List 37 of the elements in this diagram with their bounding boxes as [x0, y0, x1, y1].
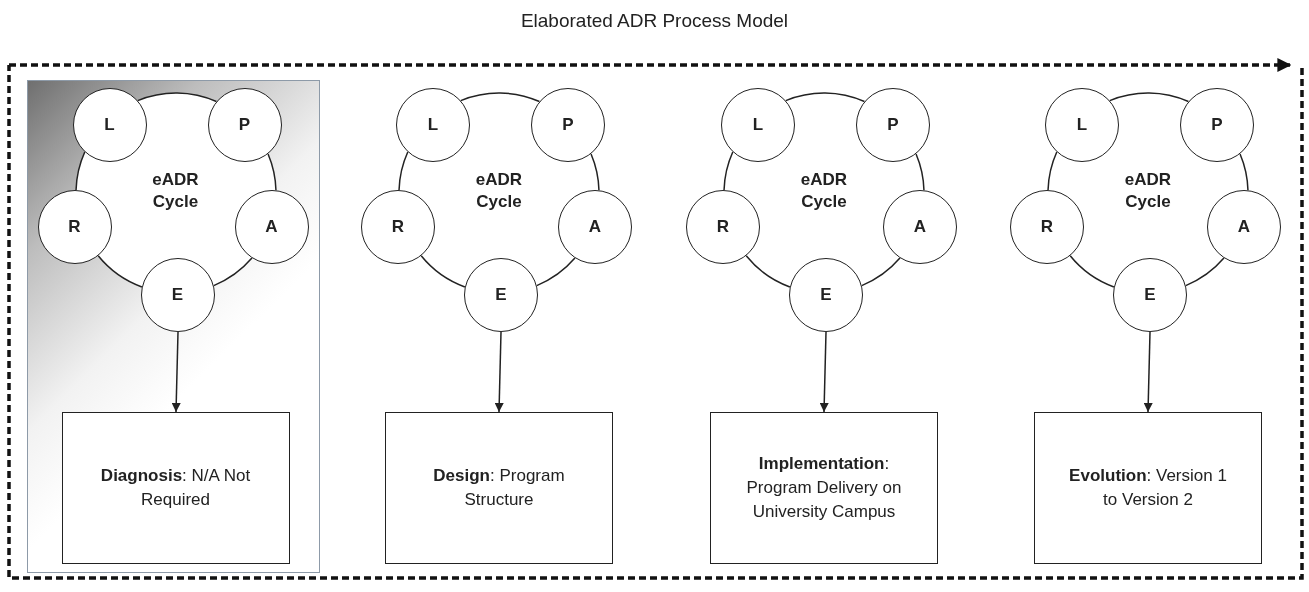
phase-letter: A	[588, 217, 602, 237]
phase-letter: E	[820, 285, 832, 305]
cycle-label: eADR Cycle	[1123, 169, 1173, 213]
stage-description: Diagnosis: N/A Not Required	[99, 464, 252, 511]
phase-letter: R	[716, 217, 730, 237]
stage-box	[61, 411, 290, 564]
phase-letter: L	[1076, 115, 1088, 135]
cycle-label: eADR Cycle	[799, 169, 849, 213]
stage-description: Design: Program Structure	[432, 465, 566, 511]
arrow	[494, 331, 504, 413]
phase-letter: A	[913, 217, 927, 237]
phase-letter: R	[391, 217, 405, 237]
phase-letter: A	[265, 216, 278, 237]
phase-letter: P	[562, 115, 574, 135]
phase-letter: L	[752, 115, 764, 135]
cycle-label: eADR Cycle	[474, 169, 524, 213]
stage-box	[385, 412, 613, 564]
cycle-label: eADR Cycle	[151, 168, 200, 213]
phase-letter: E	[1144, 285, 1156, 305]
stage-box	[1034, 412, 1262, 564]
stage-description: Evolution: Version 1 to Version 2	[1068, 465, 1228, 511]
stage-box	[710, 412, 938, 564]
phase-letter: A	[1237, 217, 1251, 237]
phase-letter: E	[171, 284, 184, 305]
phase-letter: P	[1211, 115, 1223, 135]
phase-letter: L	[104, 114, 115, 135]
phase-letter: R	[1040, 217, 1054, 237]
arrow	[819, 331, 829, 413]
arrow	[171, 331, 181, 413]
phase-letter: R	[68, 216, 81, 237]
phase-letter: E	[495, 285, 507, 305]
phase-letter: P	[887, 115, 899, 135]
stage-description: Implementation: Program Delivery on University Campus	[745, 453, 903, 523]
diagram-title: Elaborated ADR Process Model	[519, 10, 790, 32]
arrow	[1143, 331, 1153, 413]
phase-letter: P	[238, 114, 251, 135]
phase-letter: L	[427, 115, 439, 135]
